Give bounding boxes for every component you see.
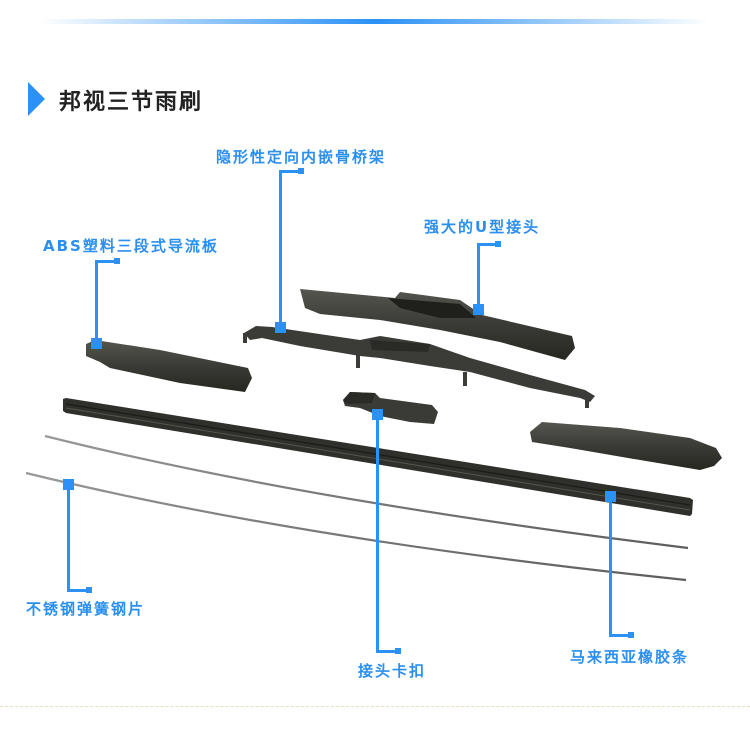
callout-line <box>609 634 630 637</box>
callout-label-spring-steel: 不锈钢弹簧钢片 <box>26 600 146 618</box>
callout-line <box>376 650 397 653</box>
callout-marker <box>275 322 286 333</box>
callout-marker <box>605 491 616 502</box>
callout-line <box>279 170 299 173</box>
callout-line <box>67 484 70 591</box>
callout-tab <box>298 168 304 174</box>
callout-marker <box>63 479 74 490</box>
callout-tab <box>628 632 634 638</box>
bottom-dashed-divider <box>0 706 750 707</box>
left-spoiler-part <box>86 340 252 392</box>
callout-line <box>477 243 497 246</box>
callout-marker <box>372 409 383 420</box>
section-title: 邦视三节雨刷 <box>59 89 204 115</box>
top-gradient-divider <box>40 19 710 24</box>
right-spoiler-part <box>530 422 722 470</box>
spring-steel-strip-part <box>25 434 689 582</box>
callout-label-center-spoiler: 强大的U型接头 <box>424 218 541 236</box>
callout-line <box>67 589 88 592</box>
callout-marker <box>473 304 484 315</box>
callout-tab <box>114 258 120 264</box>
callout-label-rubber-strip: 马来西亚橡胶条 <box>570 648 690 666</box>
center-spoiler-part <box>300 289 575 360</box>
callout-line <box>95 260 98 344</box>
callout-tab <box>495 241 501 247</box>
callout-label-left-spoiler: ABS塑料三段式导流板 <box>43 237 219 255</box>
callout-line <box>95 260 115 263</box>
callout-tab <box>86 587 92 593</box>
callout-line <box>477 243 480 309</box>
callout-marker <box>91 338 102 349</box>
callout-line <box>376 414 379 652</box>
callout-tab <box>395 648 401 654</box>
title-arrow-icon <box>28 82 45 116</box>
connector-clip-part <box>343 392 438 424</box>
callout-line <box>609 496 612 636</box>
callout-label-internal-frame: 隐形性定向内嵌骨桥架 <box>216 148 387 166</box>
callout-line <box>279 170 282 328</box>
callout-label-connector-clip: 接头卡扣 <box>358 662 427 680</box>
internal-frame-part <box>243 326 595 408</box>
